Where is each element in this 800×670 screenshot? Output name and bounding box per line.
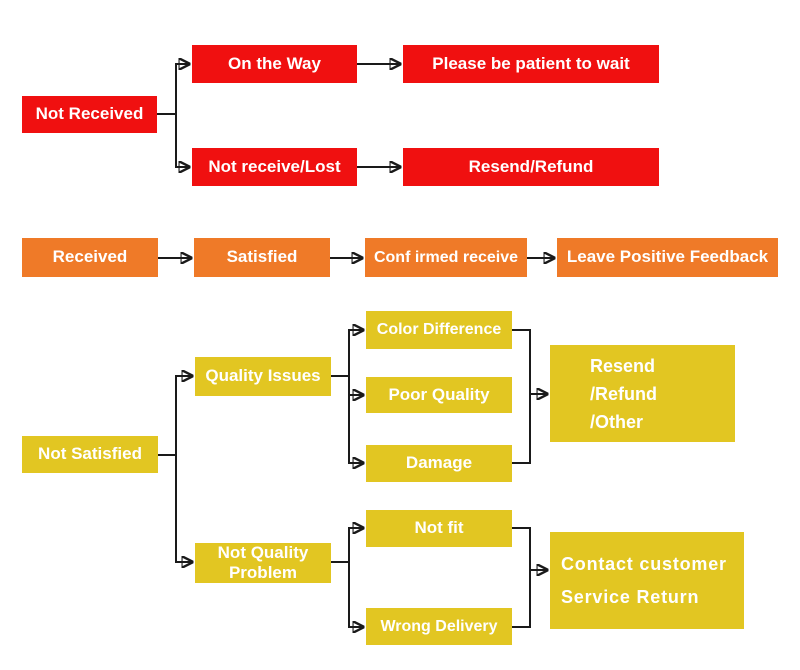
edge-merge-return-rail <box>511 527 531 628</box>
edge-not-satisfied-to-not-quality-problem <box>175 455 191 562</box>
node-not-satisfied: Not Satisfied <box>22 436 158 473</box>
node-poor-quality: Poor Quality <box>366 377 512 413</box>
node-resend-refund-other: Resend /Refund /Other <box>550 345 735 442</box>
node-resend-refund: Resend/Refund <box>403 148 659 186</box>
node-leave-positive-feedback: Leave Positive Feedback <box>557 238 778 277</box>
node-satisfied: Satisfied <box>194 238 330 277</box>
node-wrong-delivery: Wrong Delivery <box>366 608 512 645</box>
edge-not-satisfied-to-quality-issues <box>158 376 191 456</box>
node-quality-issues: Quality Issues <box>195 357 331 396</box>
node-contact-customer-service-return: Contact customer Service Return <box>550 532 744 629</box>
edge-merge-quality-rail <box>511 329 531 464</box>
edge-not-received-to-on-the-way <box>157 64 188 115</box>
node-not-received: Not Received <box>22 96 157 133</box>
node-please-be-patient-to-wait: Please be patient to wait <box>403 45 659 83</box>
node-color-difference: Color Difference <box>366 311 512 349</box>
node-received: Received <box>22 238 158 277</box>
node-not-fit: Not fit <box>366 510 512 547</box>
edge-not-received-to-not-receive-lost <box>175 114 188 167</box>
node-not-quality-problem: Not Quality Problem <box>195 543 331 583</box>
node-damage: Damage <box>366 445 512 482</box>
node-confirmed-receive: Conf irmed receive <box>365 238 527 277</box>
node-not-receive-lost: Not receive/Lost <box>192 148 357 186</box>
node-on-the-way: On the Way <box>192 45 357 83</box>
